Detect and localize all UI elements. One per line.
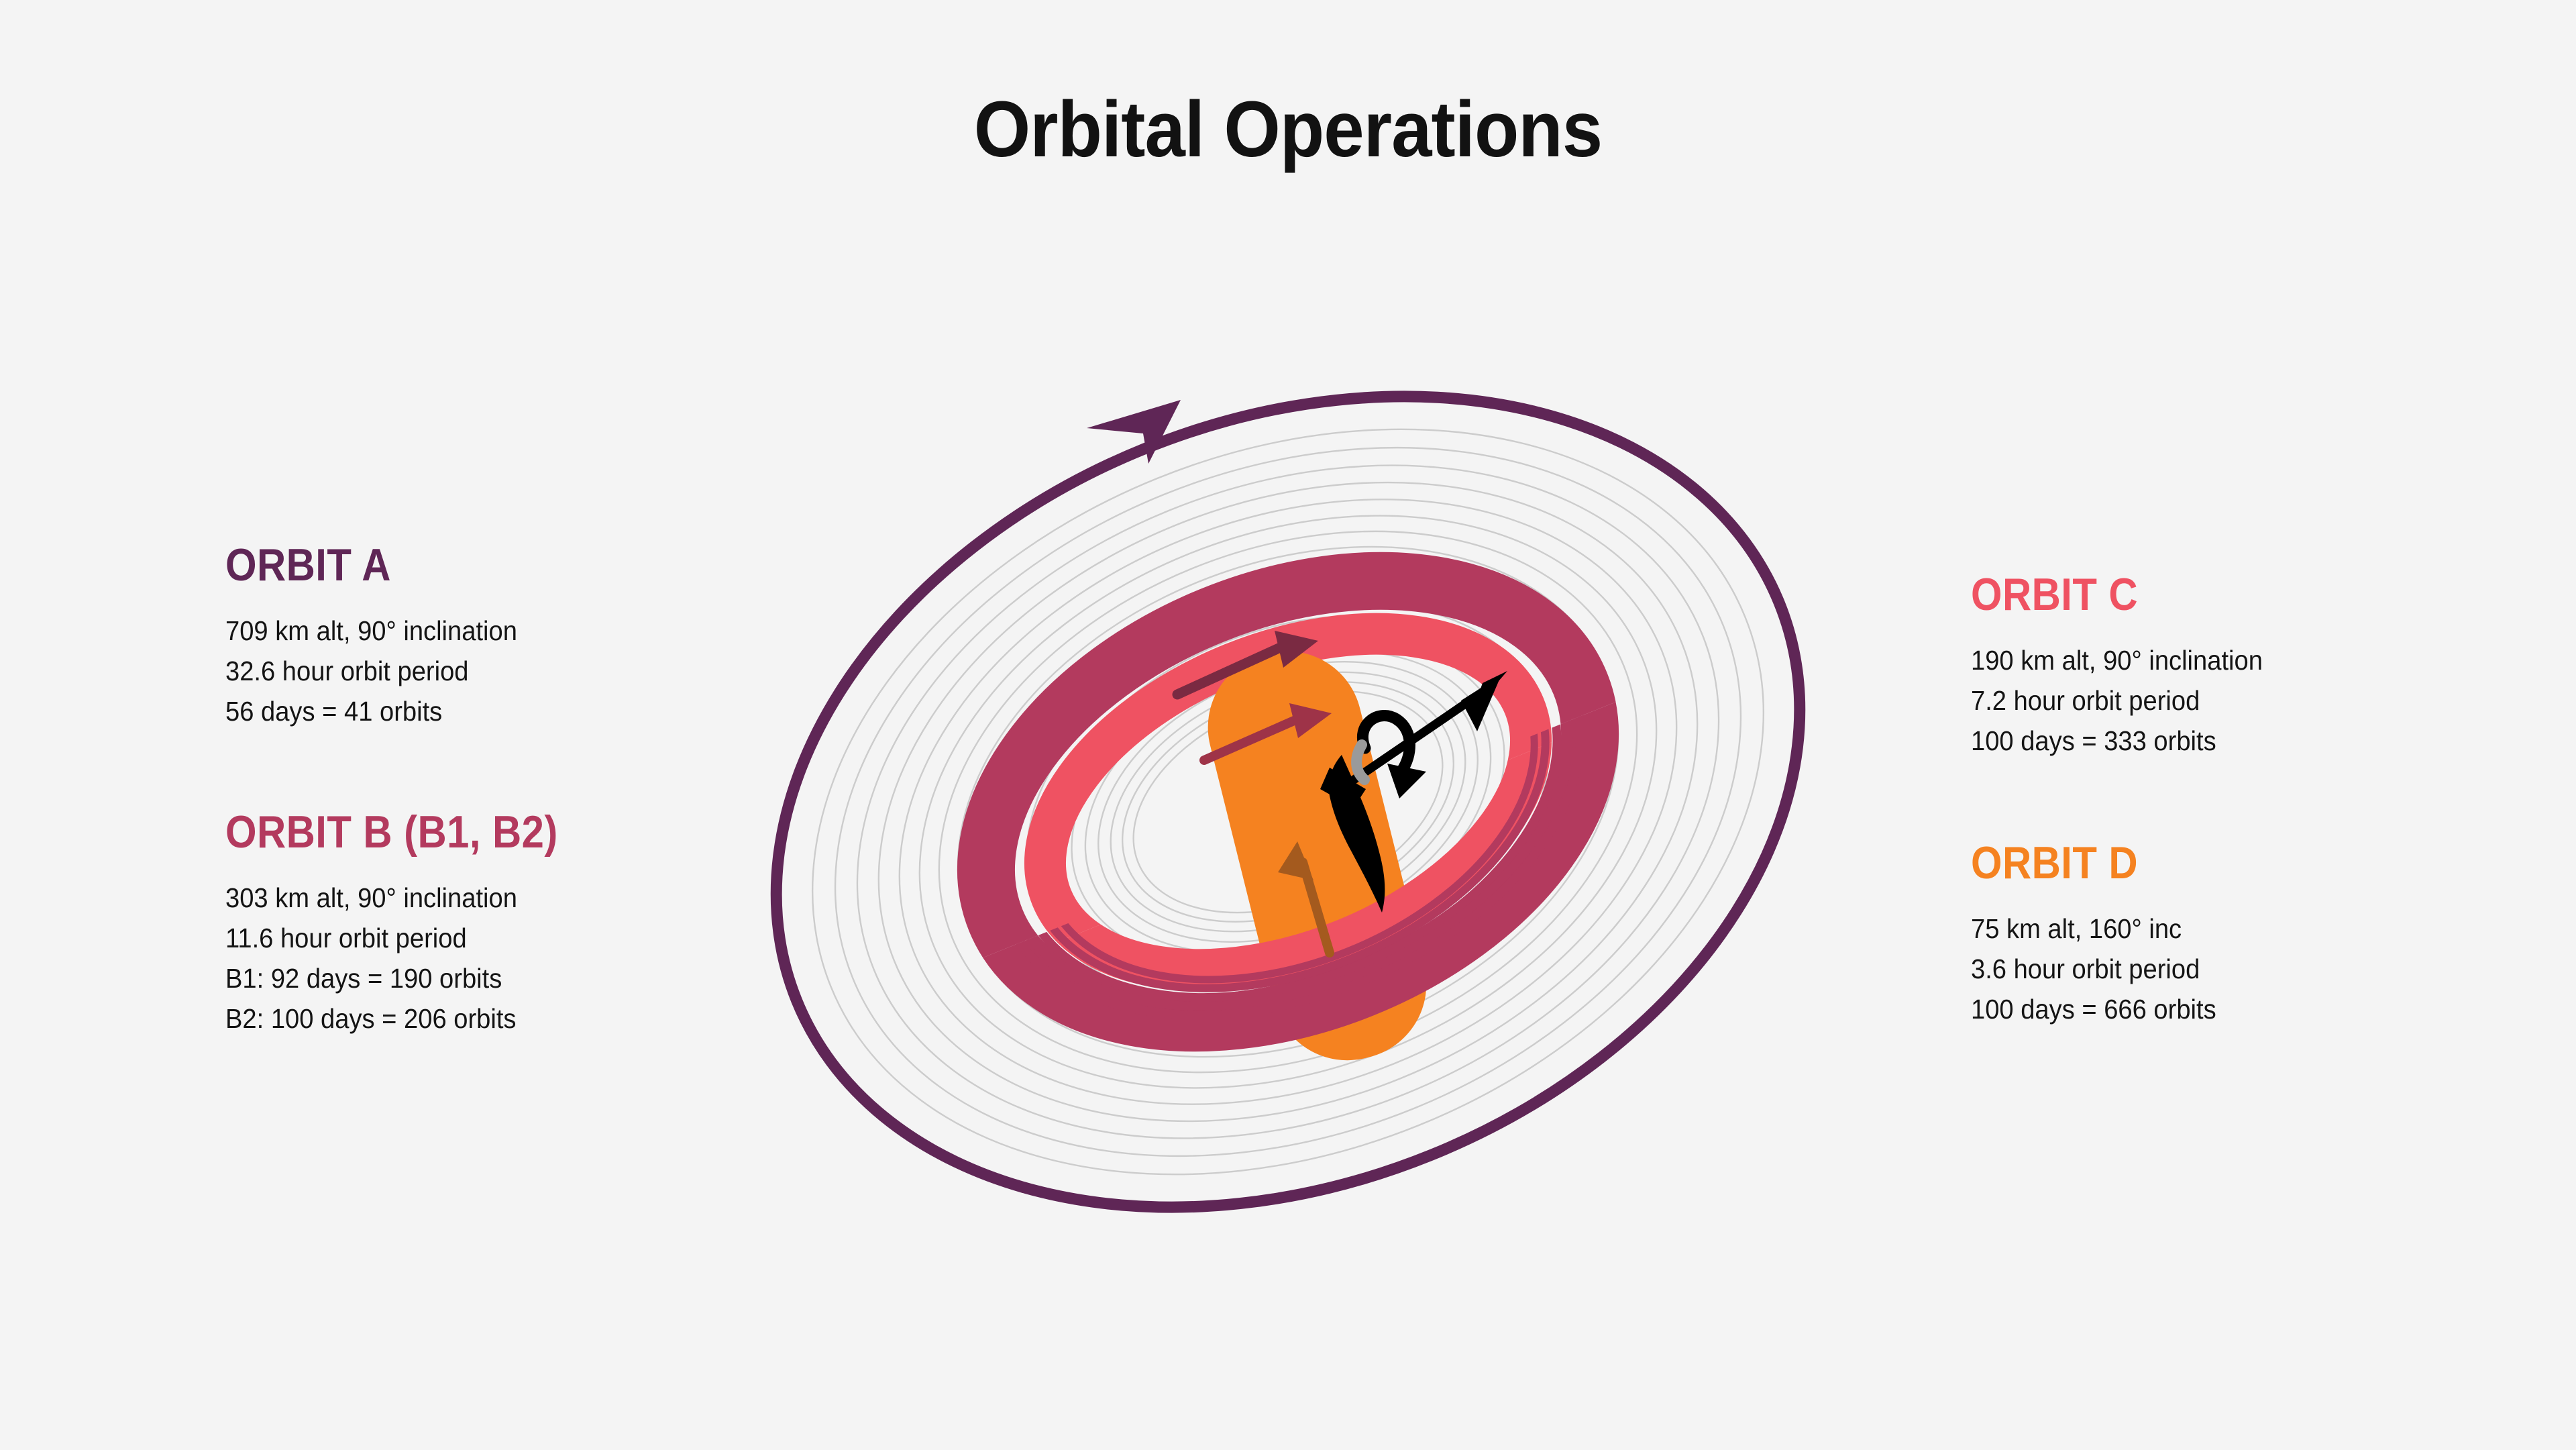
orbit-b-band-front bbox=[963, 684, 1619, 1052]
orbit-b-heading: ORBIT B (B1, B2) bbox=[225, 807, 558, 858]
orbit-a-line-3: 56 days = 41 orbits bbox=[225, 696, 443, 727]
orbit-c-band bbox=[1024, 613, 1552, 961]
orbit-d-details: 75 km alt, 160° inc 3.6 hour orbit perio… bbox=[1971, 909, 2532, 1029]
orbit-a-line-2: 32.6 hour orbit period bbox=[225, 656, 469, 686]
orbit-c-details: 190 km alt, 90° inclination 7.2 hour orb… bbox=[1971, 640, 2532, 761]
orbit-c-heading: ORBIT C bbox=[1971, 569, 2139, 620]
body-silhouette bbox=[1320, 755, 1385, 913]
orbit-c-line-3: 100 days = 333 orbits bbox=[1971, 725, 2216, 756]
orbit-c-line-2: 7.2 hour orbit period bbox=[1971, 685, 2200, 716]
orbit-b-band bbox=[957, 552, 1619, 966]
orbit-a-block: ORBIT A 709 km alt, 90° inclination 32.6… bbox=[225, 542, 829, 731]
orbit-a-direction-arrow bbox=[1087, 400, 1181, 464]
orbit-d-line-2: 3.6 hour orbit period bbox=[1971, 953, 2200, 984]
page-title: Orbital Operations bbox=[973, 85, 1603, 174]
orbit-d-line-1: 75 km alt, 160° inc bbox=[1971, 913, 2182, 944]
orbit-b-line-1: 303 km alt, 90° inclination bbox=[225, 882, 517, 913]
orbit-d-band bbox=[1208, 651, 1427, 1061]
flow-arrow-orbit-c bbox=[1199, 703, 1332, 765]
orbit-b-line-2: 11.6 hour orbit period bbox=[225, 923, 467, 953]
faint-orbit-rings bbox=[812, 428, 1764, 1176]
orbit-d-block: ORBIT D 75 km alt, 160° inc 3.6 hour orb… bbox=[1971, 840, 2575, 1029]
orbit-c-line-1: 190 km alt, 90° inclination bbox=[1971, 645, 2263, 676]
orbit-d-heading: ORBIT D bbox=[1971, 837, 2139, 888]
orbit-d-line-3: 100 days = 666 orbits bbox=[1971, 994, 2216, 1025]
orbit-c-band-front bbox=[1024, 709, 1552, 991]
flow-arrow-orbit-b bbox=[1172, 631, 1318, 700]
orbit-b-line-4: B2: 100 days = 206 orbits bbox=[225, 1003, 517, 1034]
orbit-a-line-1: 709 km alt, 90° inclination bbox=[225, 615, 517, 646]
orbit-a-ring bbox=[770, 391, 1806, 1213]
rotation-curl-arrow bbox=[1351, 710, 1426, 798]
orbit-a-details: 709 km alt, 90° inclination 32.6 hour or… bbox=[225, 611, 787, 731]
orbit-c-block: ORBIT C 190 km alt, 90° inclination 7.2 … bbox=[1971, 572, 2575, 761]
orbit-b-details: 303 km alt, 90° inclination 11.6 hour or… bbox=[225, 878, 787, 1039]
spin-axis-arrow bbox=[1332, 671, 1507, 796]
orbit-a-heading: ORBIT A bbox=[225, 539, 391, 590]
orbit-b-line-3: B1: 92 days = 190 orbits bbox=[225, 963, 502, 994]
orbit-b-block: ORBIT B (B1, B2) 303 km alt, 90° inclina… bbox=[225, 809, 829, 1039]
flow-arrow-orbit-d bbox=[1278, 841, 1334, 957]
